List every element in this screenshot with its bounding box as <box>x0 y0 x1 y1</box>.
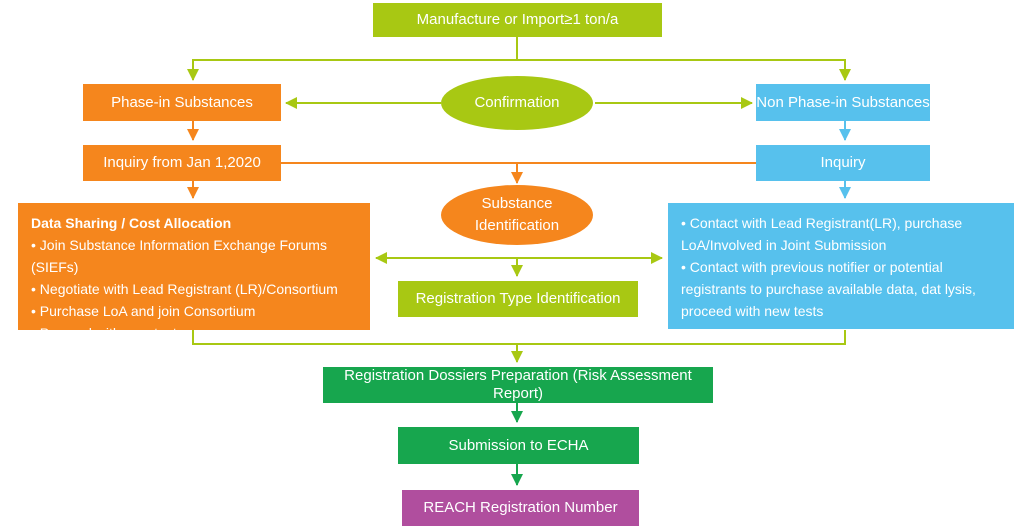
node-registration-type-identification: Registration Type Identification <box>398 281 638 317</box>
node-non-phase-in-substances: Non Phase-in Substances <box>756 84 930 121</box>
substance-identification-line1: Substance <box>481 195 553 213</box>
node-submission-to-echa: Submission to ECHA <box>398 427 639 464</box>
node-phase-in-substances: Phase-in Substances <box>83 84 281 121</box>
right-panel-bullet-2: • Contact with previous notifier or pote… <box>681 259 976 319</box>
right-panel-bullet-1: • Contact with Lead Registrant(LR), purc… <box>681 215 963 253</box>
node-manufacture-import: Manufacture or Import≥1 ton/a <box>373 3 662 37</box>
left-panel-bullet-4: • Proceed with new tests <box>31 325 184 341</box>
left-panel-bullet-2: • Negotiate with Lead Registrant (LR)/Co… <box>31 281 338 297</box>
left-panel-bullet-1: • Join Substance Information Exchange Fo… <box>31 237 327 275</box>
panel-data-sharing-cost-allocation: Data Sharing / Cost Allocation • Join Su… <box>18 203 370 341</box>
panel-contact-lead-registrant: • Contact with Lead Registrant(LR), purc… <box>668 203 1014 329</box>
left-panel-bullet-3: • Purchase LoA and join Consortium <box>31 303 256 319</box>
node-registration-dossiers-preparation: Registration Dossiers Preparation (Risk … <box>323 367 713 403</box>
node-inquiry-from-jan-2020: Inquiry from Jan 1,2020 <box>83 145 281 181</box>
node-substance-identification-ellipse: Substance Identification <box>441 185 593 245</box>
node-inquiry: Inquiry <box>756 145 930 181</box>
left-panel-title: Data Sharing / Cost Allocation <box>31 215 232 231</box>
substance-identification-line2: Identification <box>474 217 560 234</box>
node-confirmation-ellipse: Confirmation <box>441 76 593 130</box>
node-reach-registration-number: REACH Registration Number <box>402 490 639 526</box>
